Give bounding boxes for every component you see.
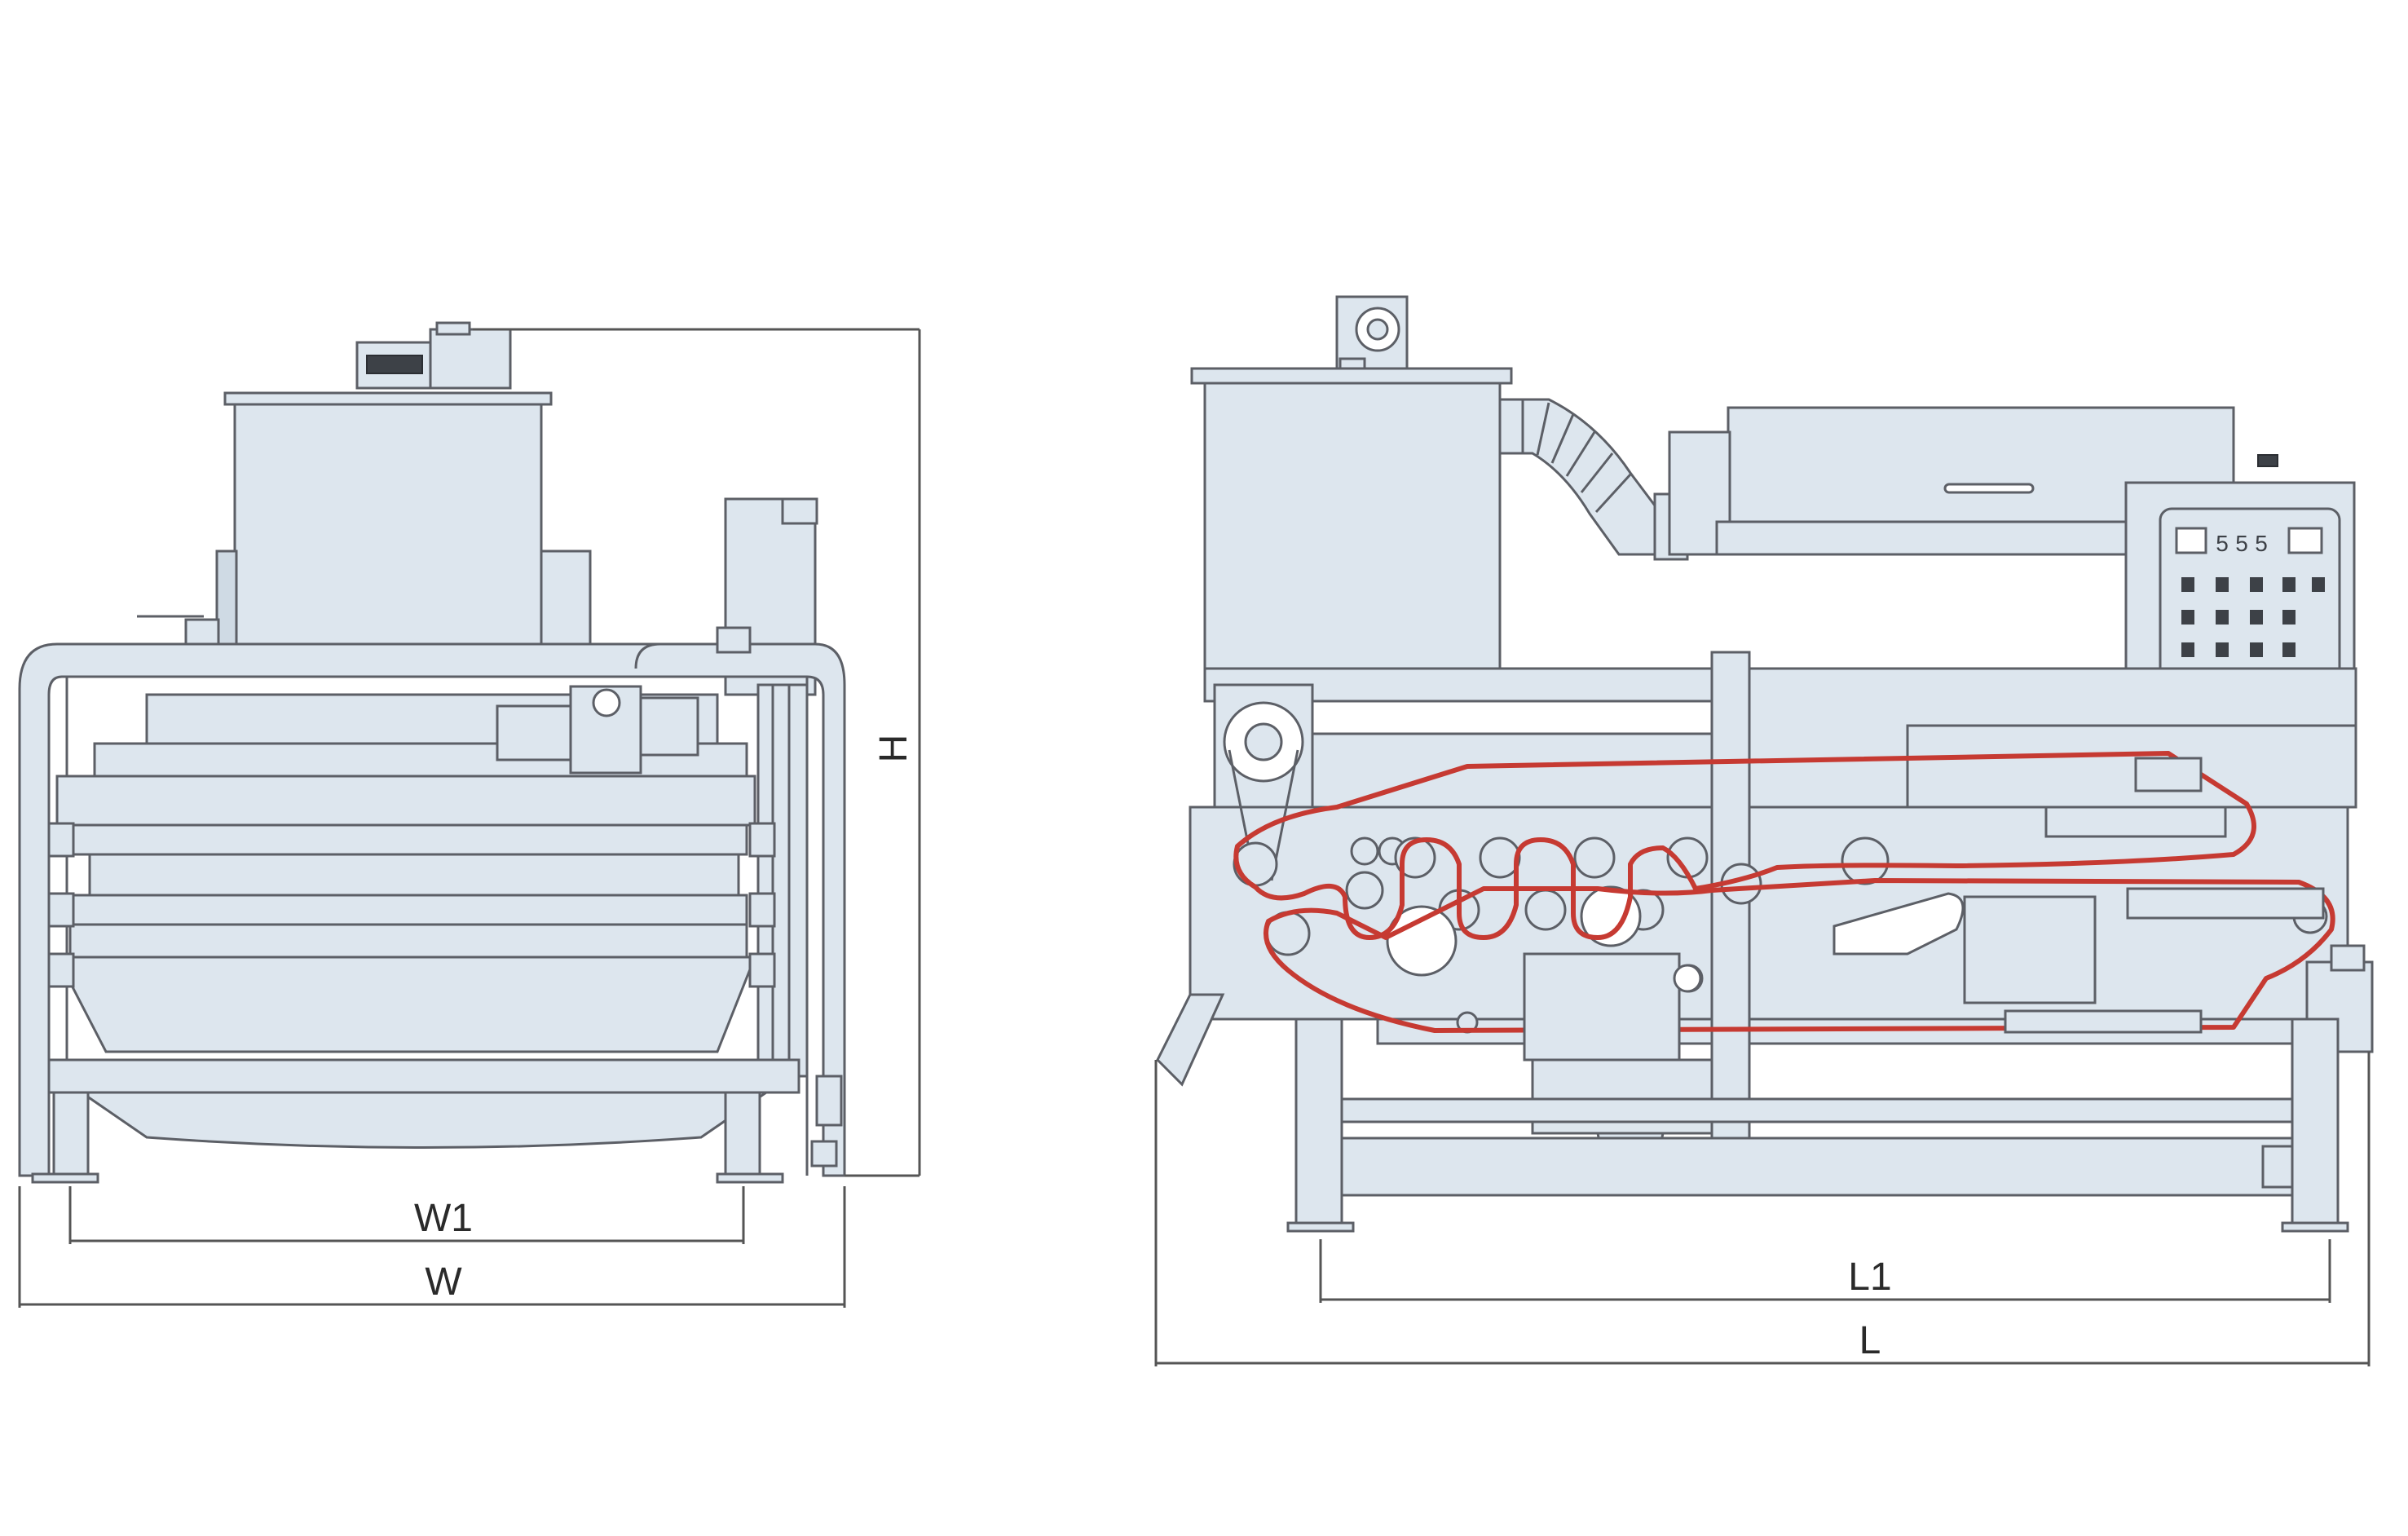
front-hopper: [233, 398, 543, 673]
side-overall-length-dimension: L: [1154, 1052, 2371, 1366]
inner-length-label: L1: [1848, 1256, 1891, 1299]
side-top-motor: [1335, 295, 1409, 372]
side-inner-length-dimension: L1: [1319, 1239, 2331, 1303]
side-lower-beam: [1335, 1097, 2333, 1123]
front-roller-deck-4: [55, 923, 757, 1053]
front-overall-width-dimension: W: [18, 1186, 846, 1308]
front-roller-deck-2: [55, 775, 756, 856]
front-height-dimension: H: [473, 328, 921, 1177]
side-drive-wheel: [1213, 683, 1314, 881]
side-tension-cylinders: [2004, 757, 2325, 1034]
side-leg-right: [2291, 1017, 2340, 1229]
front-bearings: [47, 822, 776, 988]
front-leg-left: [52, 1091, 90, 1179]
front-gear-motor: [496, 685, 699, 775]
height-label: H: [872, 735, 915, 763]
display-digit-3: 5: [2255, 531, 2268, 556]
side-rollers: [1233, 836, 2328, 1034]
display-digit-2: 5: [2235, 531, 2248, 556]
overall-width-label: W: [425, 1260, 462, 1304]
side-front-strut: [1156, 993, 1225, 1087]
front-view: H W1 W: [18, 321, 921, 1308]
front-leg-right: [724, 1091, 761, 1179]
front-inner-width-dimension: W1: [68, 1186, 745, 1244]
front-frame: [18, 642, 846, 1177]
control-display-row: 5 5 5: [2175, 527, 2323, 556]
side-hopper: [1203, 380, 1502, 678]
front-roller-deck-3: [68, 853, 748, 926]
overall-length-label: L: [1859, 1319, 1881, 1362]
side-view: 5 5 5: [1154, 295, 2374, 1366]
front-top-motor: [355, 321, 512, 390]
display-digit-1: 5: [2216, 531, 2229, 556]
inner-width-label: W1: [414, 1197, 473, 1240]
side-filter-belt: [1233, 751, 2335, 1033]
side-leg-left: [1294, 1017, 1343, 1229]
